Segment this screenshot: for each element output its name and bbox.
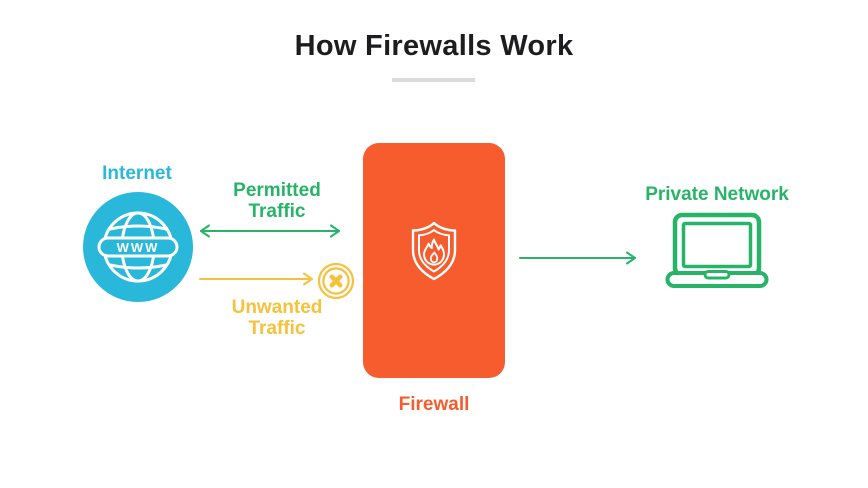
firewall-to-network-arrow (519, 251, 636, 265)
laptop-icon (665, 212, 769, 288)
blocked-cross-icon (317, 262, 355, 300)
unwanted-traffic-arrow (199, 272, 313, 286)
unwanted-traffic-label: Unwanted Traffic (231, 297, 323, 339)
firewall-node (363, 143, 505, 378)
private-network-label: Private Network (645, 184, 789, 205)
globe-www-icon: WWW (97, 211, 179, 283)
permitted-traffic-label: Permitted Traffic (233, 180, 321, 222)
globe-www-text: WWW (117, 240, 160, 255)
internet-label: Internet (102, 163, 172, 184)
title-divider (392, 78, 475, 82)
shield-flame-icon (411, 221, 457, 281)
page-title: How Firewalls Work (294, 30, 574, 62)
permitted-traffic-arrow (200, 224, 340, 238)
firewall-label: Firewall (398, 394, 470, 415)
